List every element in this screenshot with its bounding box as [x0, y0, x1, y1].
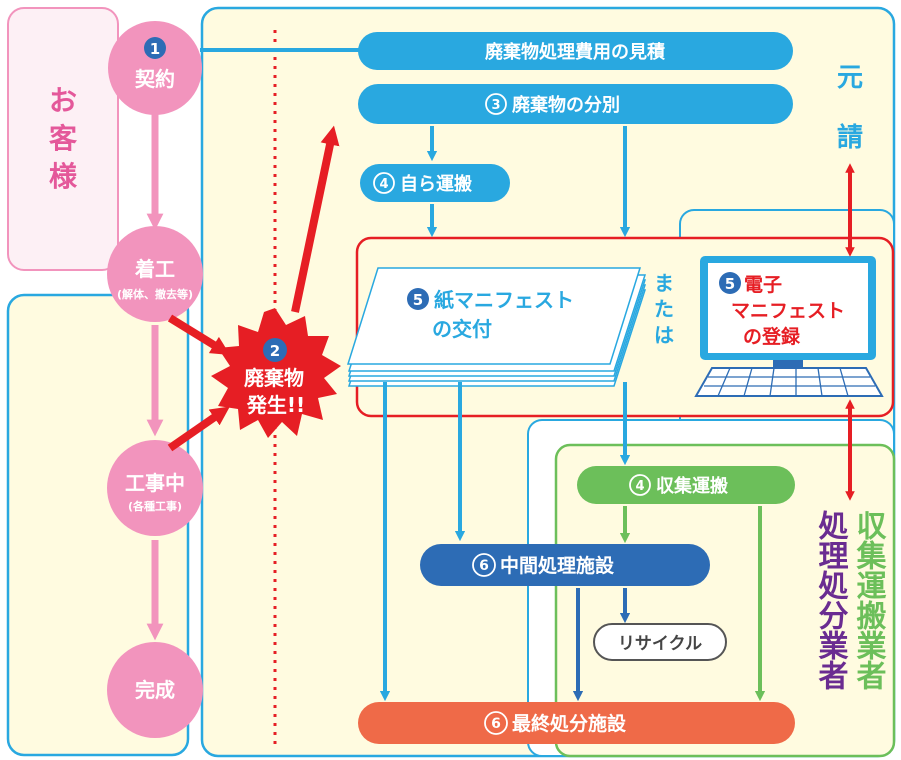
recycle-label: リサイクル: [618, 634, 702, 654]
or-text-1: ま: [654, 271, 674, 295]
e-manifest-line3: の登録: [743, 325, 801, 348]
customer-label-2: 客: [49, 122, 78, 155]
e-manifest-line1: 電子: [744, 274, 782, 296]
e-manifest-line2: マニフェスト: [731, 300, 845, 322]
in-progress-sub: (各種工事): [128, 499, 182, 513]
sorting-number-badge: [485, 93, 507, 115]
collection-number-badge: [629, 474, 651, 496]
final-number-badge: [484, 711, 508, 735]
sorting-label: 廃棄物の分別: [512, 94, 620, 116]
paper-manifest-line1: 紙マニフェスト: [434, 288, 574, 312]
or-text-2: た: [654, 297, 674, 321]
waste-number: 2: [270, 342, 280, 360]
paper-manifest-number-badge: [407, 288, 429, 310]
prime-contractor-label-1: 元: [837, 63, 863, 93]
waste-to-sorting-arrow: [291, 125, 340, 313]
waste-number-badge: [263, 338, 287, 362]
intermediate-box: [420, 544, 710, 586]
start-label: 着工: [134, 257, 175, 281]
or-text-3: は: [654, 323, 674, 347]
paper-manifest-number: 5: [413, 291, 423, 309]
collection-inner-region: [554, 443, 896, 758]
self-transport-number: 4: [379, 177, 388, 192]
progress-to-waste-arrow: [167, 406, 230, 452]
collection-box: [577, 466, 795, 504]
in-progress-circle: [107, 440, 203, 536]
waste-generated-burst: [211, 308, 341, 438]
customer-label-3: 様: [49, 160, 78, 193]
complete-label: 完成: [135, 678, 175, 702]
final-box: [358, 702, 795, 744]
collection-transport-company-label: 収集運搬業者: [851, 510, 888, 690]
intermediate-number: 6: [479, 558, 489, 574]
self-transport-label: 自ら運搬: [400, 173, 472, 195]
contract-number: 1: [150, 40, 160, 58]
prime-contractor-label-2: 請: [837, 122, 863, 153]
customer-label-1: お: [49, 84, 77, 117]
complete-circle: [107, 642, 203, 738]
collection-label: 収集運搬: [656, 475, 728, 497]
collection-number: 4: [635, 479, 644, 494]
recycle-box: [593, 623, 727, 661]
disposal-company-label: 処理処分業者: [813, 510, 849, 690]
self-transport-box: [360, 164, 510, 202]
estimate-label: 廃棄物処理費用の見積: [485, 41, 666, 63]
in-progress-label: 工事中: [125, 471, 185, 495]
sorting-box: [358, 84, 793, 124]
computer-keyboard: [694, 367, 884, 397]
final-number: 6: [491, 716, 501, 732]
start-to-waste-arrow: [167, 314, 231, 356]
final-label: 最終処分施設: [512, 712, 627, 735]
sorting-number: 3: [491, 98, 500, 113]
estimate-box: [358, 32, 793, 70]
start-sub: (解体、撤去等): [117, 287, 193, 301]
intermediate-number-badge: [472, 553, 496, 577]
self-transport-number-badge: [373, 172, 395, 194]
waste-generated-line1: 廃棄物: [244, 366, 304, 390]
e-manifest-number: 5: [725, 275, 735, 293]
customer-region: [7, 7, 119, 271]
contract-label: 契約: [134, 67, 175, 91]
contract-number-badge: [144, 37, 166, 59]
paper-manifest-line2: の交付: [432, 317, 492, 341]
start-circle: [107, 226, 203, 322]
contract-circle: [108, 21, 202, 115]
intermediate-label: 中間処理施設: [500, 554, 615, 577]
computer-stand: [773, 360, 803, 368]
paper-manifest-sheet: [346, 267, 642, 365]
e-manifest-number-badge: [719, 272, 741, 294]
left-contractor-region: [6, 293, 190, 757]
waste-generated-line2: 発生!!: [246, 393, 305, 417]
keyboard-keys: [704, 367, 875, 397]
